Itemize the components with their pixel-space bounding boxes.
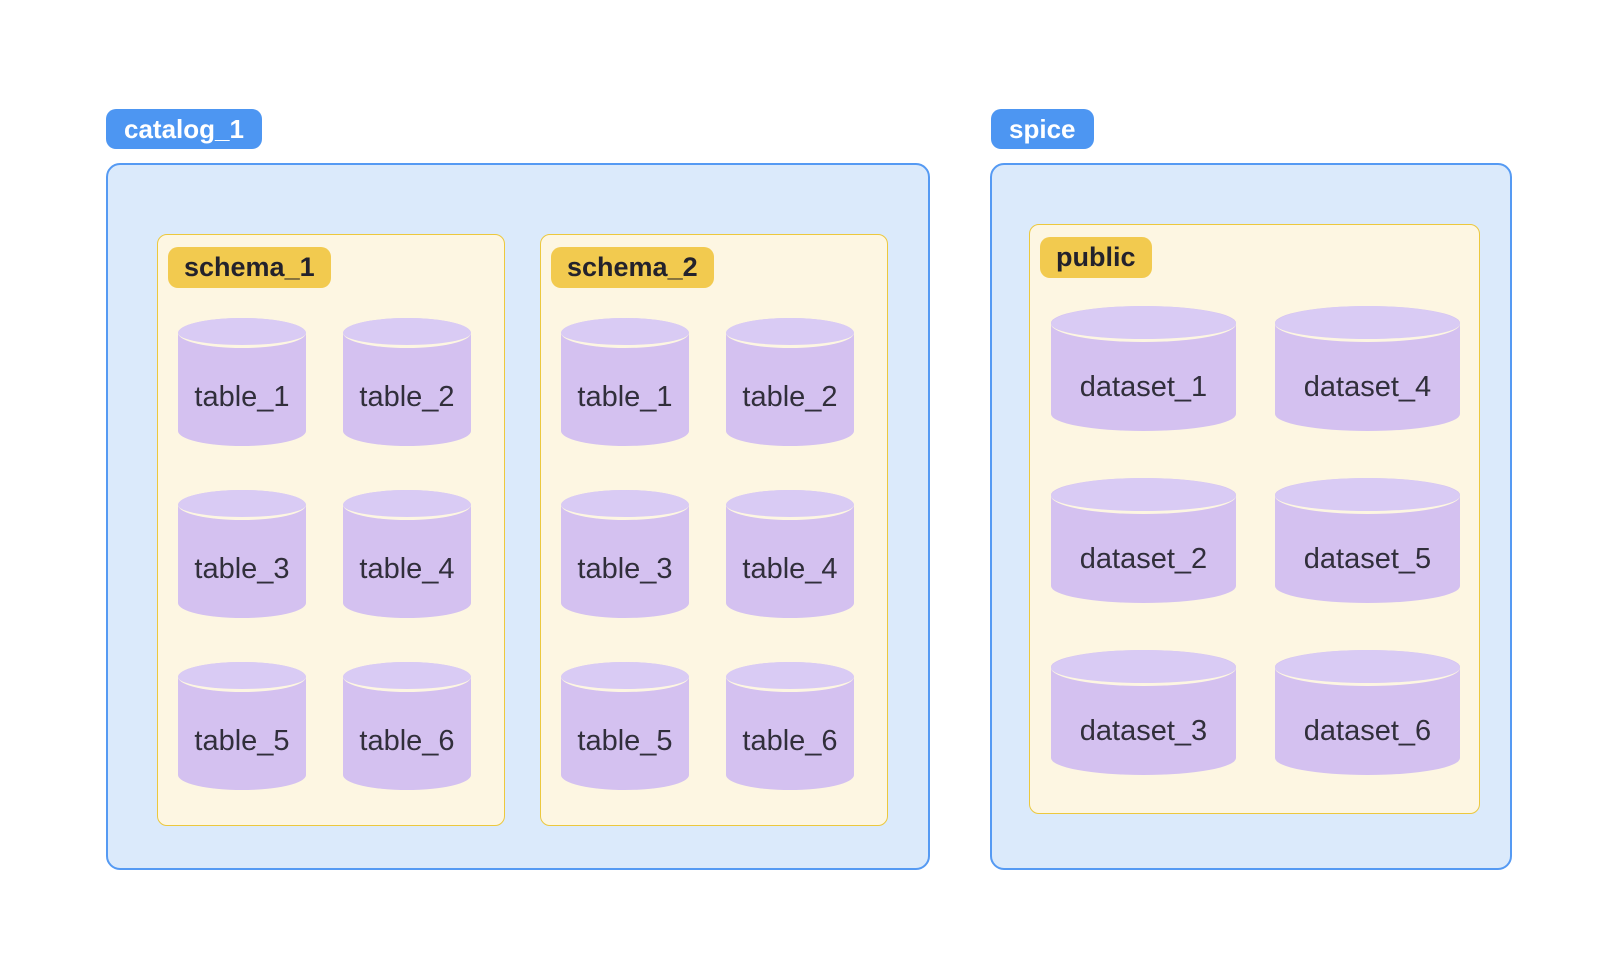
table-label: table_1 [194, 381, 290, 413]
public-panel: public dataset_1 dataset_4 dataset_2 dat… [1029, 224, 1480, 814]
database-cylinder: dataset_4 [1275, 306, 1460, 431]
dataset-label: dataset_1 [1079, 370, 1208, 403]
catalog-1-badge: catalog_1 [106, 109, 262, 149]
dataset-label: dataset_2 [1079, 542, 1208, 575]
database-cylinder: table_3 [561, 490, 689, 618]
table-label: table_6 [742, 725, 838, 757]
schema-1-badge: schema_1 [168, 247, 331, 288]
dataset-label: dataset_4 [1303, 370, 1432, 403]
database-cylinder: dataset_6 [1275, 650, 1460, 775]
table-label: table_3 [577, 553, 673, 585]
database-cylinder: dataset_5 [1275, 478, 1460, 603]
database-cylinder: table_5 [561, 662, 689, 790]
catalog-1-container: schema_1 table_1 table_2 table_3 table_4… [106, 163, 930, 870]
table-label: table_4 [359, 553, 455, 585]
table-label: table_3 [194, 553, 290, 585]
schema-2-table-grid: table_1 table_2 table_3 table_4 table_5 … [561, 318, 854, 790]
database-cylinder: table_5 [178, 662, 306, 790]
database-cylinder: table_4 [726, 490, 854, 618]
table-label: table_5 [194, 725, 290, 757]
dataset-label: dataset_5 [1303, 542, 1432, 575]
table-label: table_4 [742, 553, 838, 585]
table-label: table_2 [359, 381, 455, 413]
database-cylinder: dataset_1 [1051, 306, 1236, 431]
database-cylinder: table_6 [343, 662, 471, 790]
spice-container: public dataset_1 dataset_4 dataset_2 dat… [990, 163, 1512, 870]
schema-2-panel: schema_2 table_1 table_2 table_3 table_4… [540, 234, 888, 826]
schema-1-table-grid: table_1 table_2 table_3 table_4 table_5 … [178, 318, 471, 790]
schema-2-badge: schema_2 [551, 247, 714, 288]
table-label: table_2 [742, 381, 838, 413]
database-cylinder: dataset_3 [1051, 650, 1236, 775]
database-cylinder: table_4 [343, 490, 471, 618]
spice-badge: spice [991, 109, 1094, 149]
schema-1-panel: schema_1 table_1 table_2 table_3 table_4… [157, 234, 505, 826]
database-cylinder: table_6 [726, 662, 854, 790]
database-cylinder: dataset_2 [1051, 478, 1236, 603]
database-cylinder: table_3 [178, 490, 306, 618]
table-label: table_5 [577, 725, 673, 757]
dataset-label: dataset_3 [1079, 714, 1208, 747]
database-cylinder: table_1 [561, 318, 689, 446]
table-label: table_1 [577, 381, 673, 413]
public-badge: public [1040, 237, 1152, 278]
public-dataset-grid: dataset_1 dataset_4 dataset_2 dataset_5 … [1051, 306, 1460, 775]
database-cylinder: table_1 [178, 318, 306, 446]
table-label: table_6 [359, 725, 455, 757]
dataset-label: dataset_6 [1303, 714, 1432, 747]
database-cylinder: table_2 [343, 318, 471, 446]
database-cylinder: table_2 [726, 318, 854, 446]
